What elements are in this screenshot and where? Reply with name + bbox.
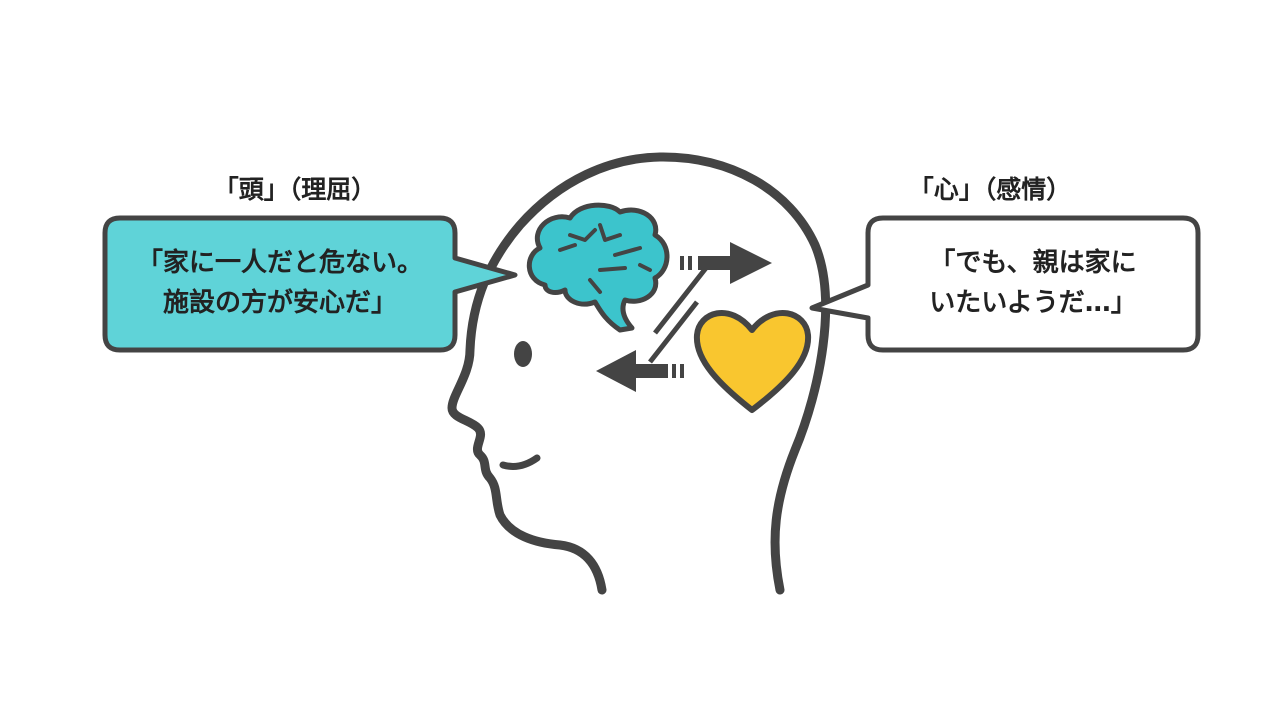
emotion-bubble-text: 「でも、親は家に いたいようだ…」: [868, 243, 1198, 323]
logic-heading: 「頭」（理屈）: [213, 175, 377, 204]
emotion-line-1: 「でも、親は家に: [929, 248, 1137, 278]
logic-line-2: 施設の方が安心だ」: [162, 288, 397, 318]
logic-bubble-text: 「家に一人だと危ない。 施設の方が安心だ」: [105, 243, 455, 323]
heart-icon: [693, 310, 812, 413]
emotion-to-logic-arrow: [596, 300, 699, 392]
emotion-line-2: いたいようだ…」: [929, 288, 1137, 318]
logic-to-emotion-arrow: [653, 242, 772, 335]
emotion-heading: 「心」（感情）: [908, 175, 1072, 204]
logic-line-1: 「家に一人だと危ない。: [136, 248, 423, 278]
brain-icon: [526, 202, 670, 333]
logic-speech-bubble: [102, 215, 518, 353]
head-outline: [447, 152, 831, 595]
smile: [499, 454, 541, 470]
emotion-speech-bubble: [809, 215, 1201, 353]
eye: [514, 341, 532, 367]
